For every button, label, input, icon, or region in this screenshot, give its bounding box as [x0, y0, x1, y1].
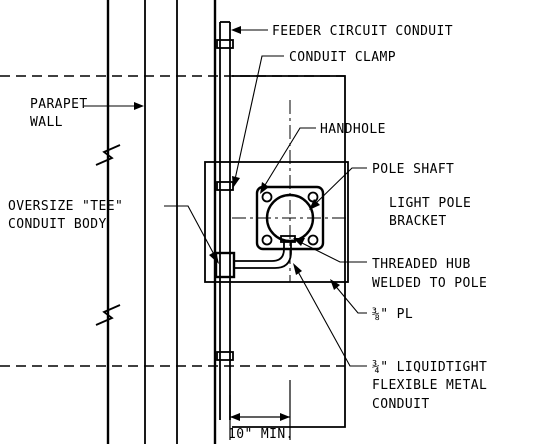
label-bracket: BRACKET: [389, 214, 447, 229]
labels: FEEDER CIRCUIT CONDUIT CONDUIT CLAMP PAR…: [8, 24, 487, 442]
leaders: [84, 26, 367, 367]
label-light-pole: LIGHT POLE: [389, 196, 471, 211]
label-conduit-body: CONDUIT BODY: [8, 217, 107, 232]
label-wall: WALL: [30, 115, 63, 130]
bolt-hole: [307, 191, 319, 203]
label-flexible-metal: FLEXIBLE METAL: [372, 378, 487, 393]
bolt-hole: [261, 191, 273, 203]
label-threaded-hub: THREADED HUB: [372, 257, 471, 272]
label-feeder-circuit-conduit: FEEDER CIRCUIT CONDUIT: [272, 24, 453, 39]
wall-break-mark: [95, 144, 121, 166]
label-handhole: HANDHOLE: [320, 122, 386, 137]
plate-outline: [232, 75, 346, 428]
label-welded-to-pole: WELDED TO POLE: [372, 276, 487, 291]
bolt-hole: [261, 234, 273, 246]
pole-flange: [255, 185, 325, 251]
label-pole-shaft: POLE SHAFT: [372, 162, 454, 177]
conduit-clamp: [216, 39, 234, 49]
label-liquidtight: ¾" LIQUIDTIGHT: [372, 360, 487, 375]
label-conduit: CONDUIT: [372, 397, 430, 412]
dimension-10in-min: [229, 380, 291, 440]
hidden-lines: [0, 75, 345, 367]
label-plate: ⅜" PL: [372, 307, 413, 322]
wall-break-mark: [95, 304, 121, 326]
label-10in-min: 10" MIN.: [228, 427, 294, 442]
light-pole-bracket: [204, 100, 350, 283]
label-oversize-tee: OVERSIZE "TEE": [8, 199, 123, 214]
parapet-wall: [95, 0, 217, 444]
conduit-clamp: [216, 351, 234, 361]
label-conduit-clamp: CONDUIT CLAMP: [289, 50, 396, 65]
flexible-conduit: [234, 235, 296, 269]
pole-shaft-circle: [265, 193, 315, 243]
label-parapet: PARAPET: [30, 97, 88, 112]
bolt-hole: [307, 234, 319, 246]
feeder-conduit: [214, 21, 236, 420]
tee-conduit-body: [214, 251, 236, 279]
